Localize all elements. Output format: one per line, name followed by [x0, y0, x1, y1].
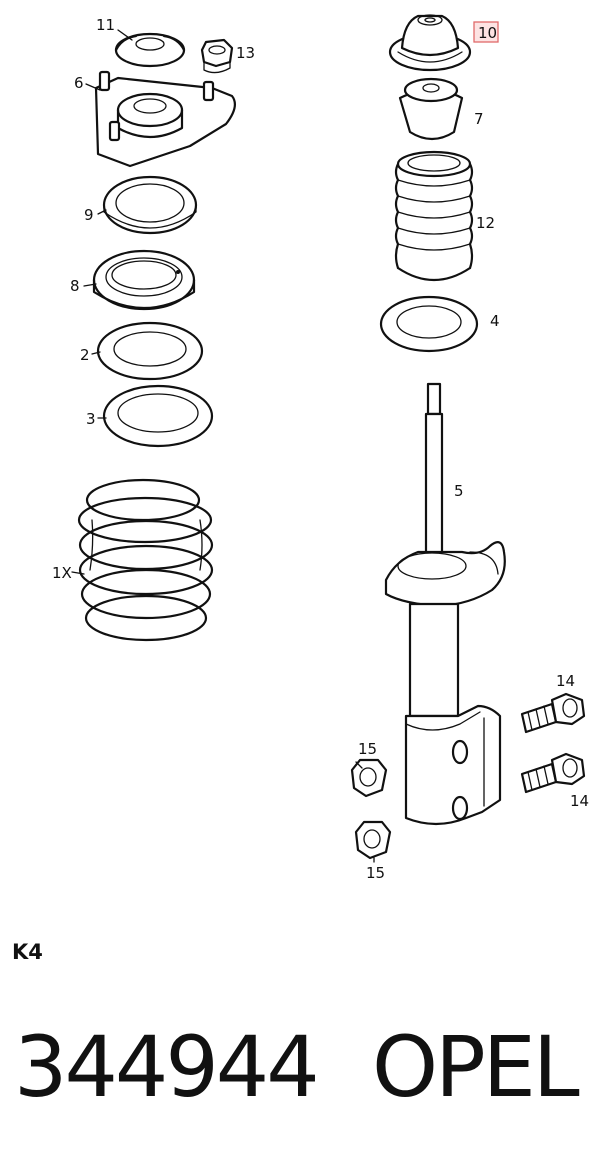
part-8-strut-bearing	[92, 249, 196, 311]
label-5: 5	[454, 482, 464, 500]
part-2-spring-seat	[96, 321, 204, 381]
part-7-bump-stop	[398, 77, 464, 141]
part-5-shock-absorber	[384, 382, 506, 826]
suspension-exploded-diagram: 11 13 6 9 8 2 3 1X 10 7 12 4 5 14 14 15 …	[52, 14, 589, 882]
highlight-box	[473, 21, 499, 43]
part-1x-coil-spring	[77, 478, 214, 642]
label-1x: 1X	[52, 564, 72, 582]
part-4-seal-ring	[379, 295, 479, 353]
part-15-upper-nut	[350, 758, 388, 798]
part-12-dust-boot	[394, 150, 474, 282]
part-number: 344944	[14, 1018, 320, 1116]
part-13-nut	[200, 38, 234, 74]
label-14-lower: 14	[570, 792, 589, 810]
section-code: K4	[12, 940, 43, 964]
part-11-top-cap	[114, 32, 186, 68]
label-6: 6	[74, 74, 84, 92]
part-14-lower-bolt	[520, 752, 586, 794]
label-15-upper: 15	[358, 740, 377, 758]
label-10: 10	[478, 24, 497, 42]
label-3: 3	[86, 410, 96, 428]
part-9-bearing-ring	[102, 175, 198, 235]
part-6-mounting-plate	[94, 70, 237, 168]
label-14-upper: 14	[556, 672, 575, 690]
label-9: 9	[84, 206, 94, 224]
part-15-lower-nut	[354, 820, 392, 860]
label-2: 2	[80, 346, 90, 364]
label-12: 12	[476, 214, 495, 232]
label-15-lower: 15	[366, 864, 385, 882]
label-8: 8	[70, 277, 80, 295]
part-10-top-mount	[388, 14, 472, 72]
label-11: 11	[96, 16, 115, 34]
part-14-upper-bolt	[520, 692, 586, 734]
brand-name: OPEL	[372, 1018, 580, 1116]
label-7: 7	[474, 110, 484, 128]
part-3-insulator-ring	[102, 384, 214, 448]
leader-lines	[71, 29, 375, 863]
label-4: 4	[490, 312, 500, 330]
label-13: 13	[236, 44, 255, 62]
